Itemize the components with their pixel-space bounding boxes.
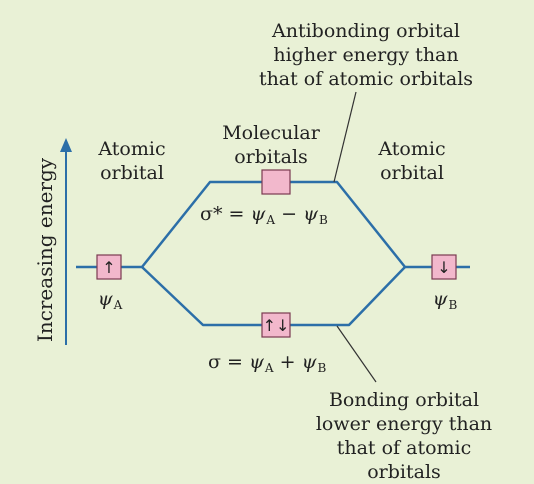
bonding-note: Bonding orbital lower energy than that o…: [315, 389, 493, 483]
antibonding-note: Antibonding orbital higher energy than t…: [258, 20, 474, 90]
psi-b-label: ψB: [432, 288, 458, 312]
sigma-orbital-box: [261, 312, 291, 338]
psi-b-electron-arrow: ↓: [437, 258, 450, 277]
antibonding-leader-line: [333, 91, 357, 183]
sigma-electron-arrows: ↑↓: [263, 316, 290, 335]
molecular-orbitals-label: Molecular orbitals: [222, 122, 320, 168]
psi-b-orbital-box: [431, 254, 457, 280]
energy-axis-arrowhead: [60, 138, 72, 152]
atomic-orbital-left-label: Atomic orbital: [98, 138, 166, 184]
psi-a-electron-arrow: ↑: [102, 258, 115, 277]
energy-axis-label: Increasing energy: [33, 157, 57, 343]
atomic-orbital-right-label: Atomic orbital: [378, 138, 446, 184]
sigma-equation: σ = ψA + ψB: [208, 351, 327, 375]
psi-a-label: ψA: [97, 288, 123, 312]
psi-a-orbital-box: [96, 254, 122, 280]
sigma-star-equation: σ* = ψA − ψB: [200, 203, 328, 227]
bonding-leader-line: [336, 325, 377, 383]
sigma-star-orbital-box: [261, 169, 291, 195]
